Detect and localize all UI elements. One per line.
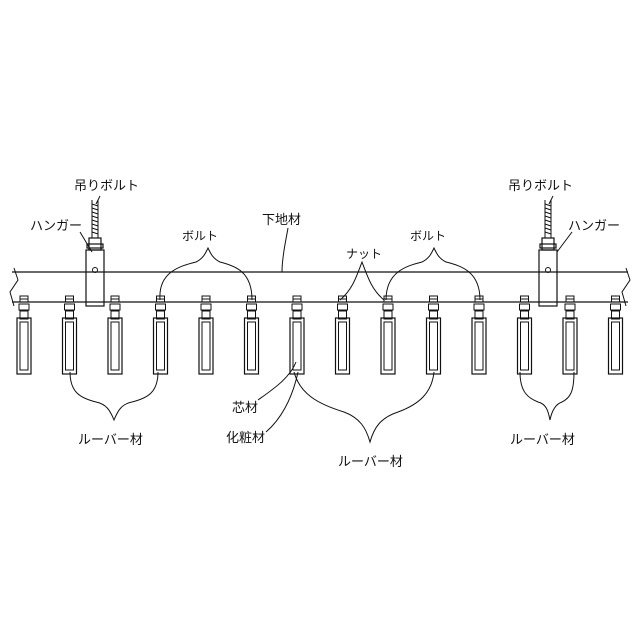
hanger-bolt-right [545, 200, 551, 238]
core-member [248, 322, 256, 370]
nut [338, 304, 348, 310]
decor-member [609, 318, 623, 374]
nut [201, 304, 211, 310]
nut [65, 304, 75, 310]
decor-member [563, 318, 577, 374]
nut [383, 304, 393, 310]
louver-group [17, 296, 623, 374]
louver-member [245, 296, 259, 374]
louver-member [609, 296, 623, 374]
decor-member [245, 318, 259, 374]
nut [247, 304, 257, 310]
nut [110, 304, 120, 310]
core-member [157, 322, 165, 370]
core-member [339, 322, 347, 370]
nut [292, 304, 302, 310]
decor-member [17, 318, 31, 374]
nut [520, 304, 530, 310]
louver-member [427, 296, 441, 374]
core-member [202, 322, 210, 370]
nut [611, 304, 621, 310]
louver-member [154, 296, 168, 374]
louver-member [290, 296, 304, 374]
core-member [293, 322, 301, 370]
label-nut: ナット [346, 247, 382, 261]
core-member [384, 322, 392, 370]
louver-member [336, 296, 350, 374]
label-hanger-left: ハンガー [30, 219, 82, 234]
core-member [66, 322, 74, 370]
leader-lines [70, 196, 574, 442]
louver-member [17, 296, 31, 374]
label-base-member: 下地材 [262, 213, 301, 228]
louver-member [108, 296, 122, 374]
louver-member [518, 296, 532, 374]
decor-member [290, 318, 304, 374]
core-member [521, 322, 529, 370]
label-louver-center: ルーバー材 [338, 455, 403, 470]
label-core-member: 芯材 [232, 401, 258, 416]
nut [565, 304, 575, 310]
louver-member [381, 296, 395, 374]
decor-member [199, 318, 213, 374]
label-louver-right: ルーバー材 [510, 433, 575, 448]
core-member [475, 322, 483, 370]
label-bolt-left: ボルト [182, 229, 218, 243]
louver-member [472, 296, 486, 374]
label-louver-left: ルーバー材 [78, 433, 143, 448]
nut [474, 304, 484, 310]
hanger-bolt-left [92, 200, 98, 238]
label-hanger-bolt-right: 吊りボルト [508, 179, 573, 194]
core-member [612, 322, 620, 370]
decor-member [336, 318, 350, 374]
nut [156, 304, 166, 310]
louver-member [199, 296, 213, 374]
decor-member [63, 318, 77, 374]
core-member [566, 322, 574, 370]
decor-member [381, 318, 395, 374]
decor-member [518, 318, 532, 374]
decor-member [108, 318, 122, 374]
decor-member [154, 318, 168, 374]
core-member [430, 322, 438, 370]
nut [429, 304, 439, 310]
core-member [111, 322, 119, 370]
label-hanger-right: ハンガー [568, 219, 620, 234]
label-hanger-bolt-left: 吊りボルト [74, 179, 139, 194]
nut [19, 304, 29, 310]
label-decor-member: 化粧材 [226, 431, 265, 446]
core-member [20, 322, 28, 370]
decor-member [472, 318, 486, 374]
label-bolt-right: ボルト [410, 229, 446, 243]
decor-member [427, 318, 441, 374]
louver-member [563, 296, 577, 374]
base-member-rail [10, 268, 630, 306]
louver-member [63, 296, 77, 374]
